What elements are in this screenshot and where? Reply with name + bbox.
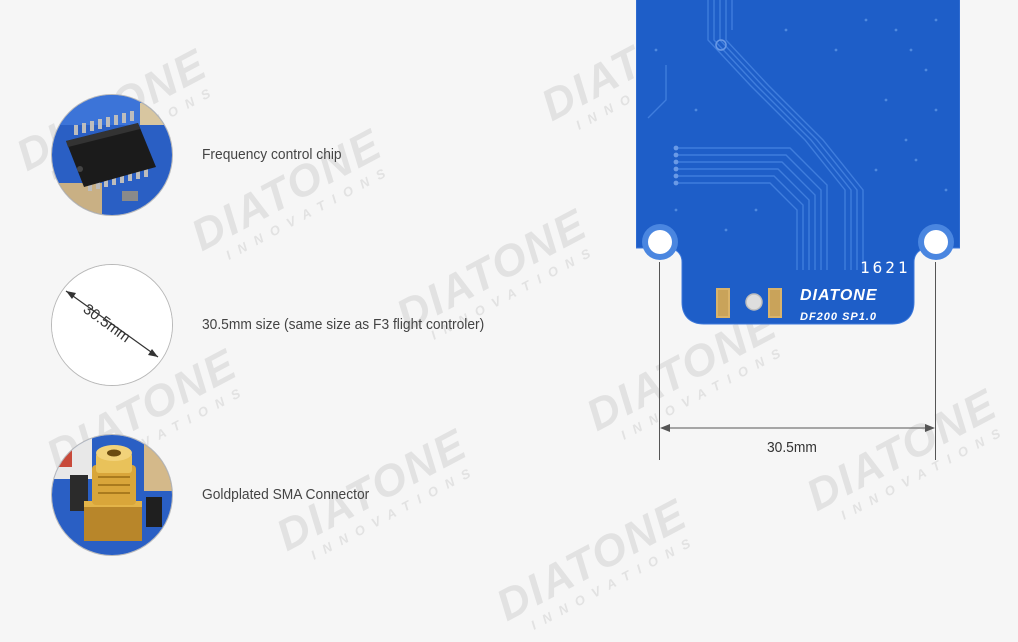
pcb-brand-logo: DIATONE [800, 287, 878, 304]
dimension-label: 30.5mm [767, 439, 817, 456]
feature-label-size: 30.5mm size (same size as F3 flight cont… [202, 316, 485, 333]
pcb-board: 1621 DIATONE DF200 SP1.0 [636, 0, 960, 325]
chip-icon [52, 95, 172, 215]
dimension-extension-left [659, 262, 660, 460]
sma-thumbnail [52, 435, 172, 555]
pcb-model: DF200 SP1.0 [800, 311, 877, 323]
dimension-extension-right [935, 262, 936, 460]
size-thumbnail: 30.5mm [52, 265, 172, 385]
dimension-arrow [660, 424, 935, 432]
feature-label-chip: Frequency control chip [202, 146, 342, 163]
size-icon: 30.5mm [52, 265, 172, 385]
feature-label-sma: Goldplated SMA Connector [202, 486, 370, 503]
sma-connector-icon [52, 435, 172, 555]
pcb-serial: 1621 [860, 258, 911, 277]
chip-thumbnail [52, 95, 172, 215]
